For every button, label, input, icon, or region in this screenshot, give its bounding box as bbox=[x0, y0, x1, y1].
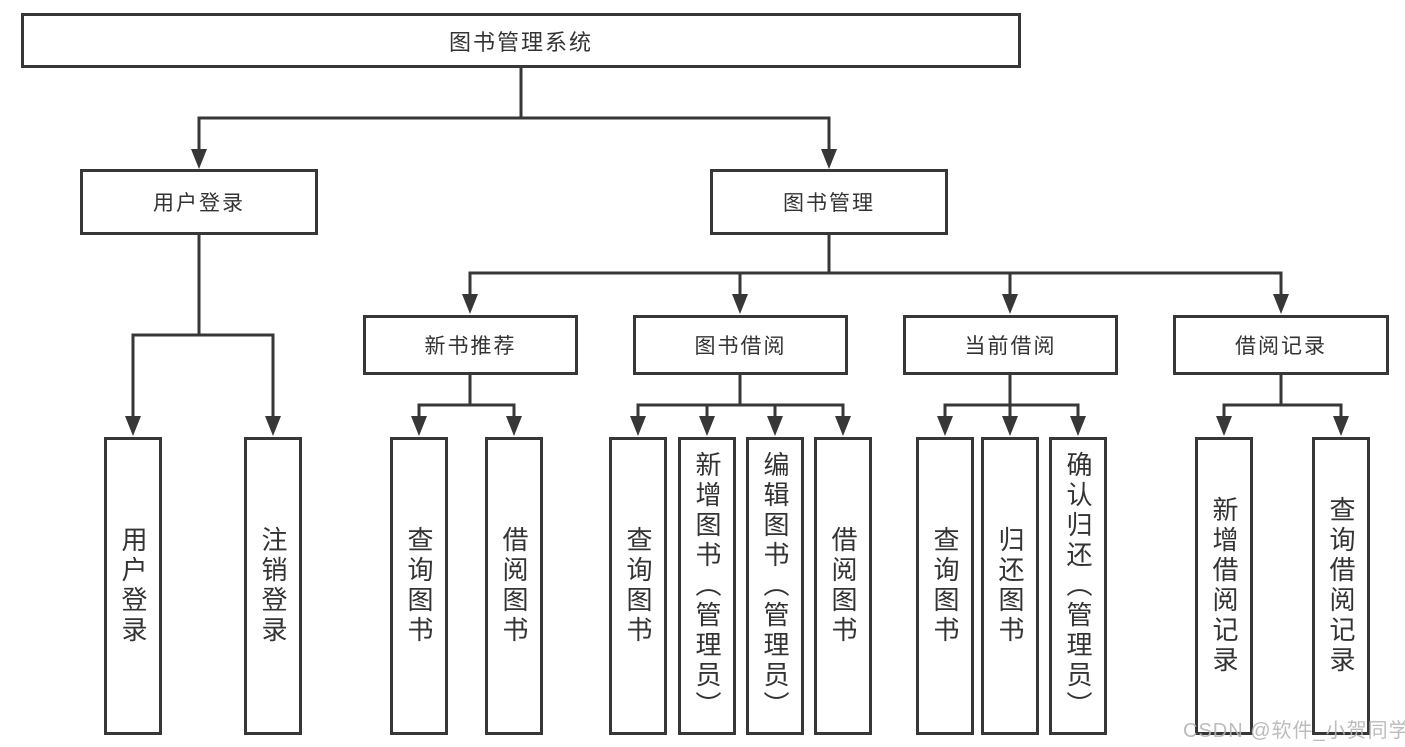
arrowhead-add-book-admin bbox=[699, 416, 715, 436]
leaf-confirm-return-admin: 确认归还（管理员） bbox=[1049, 437, 1107, 735]
connector-current-borrowing-to-leaves bbox=[937, 375, 1086, 436]
arrowhead-return-books bbox=[1002, 416, 1018, 436]
leaf-query-books-borrowing-label: 查询图书 bbox=[623, 526, 653, 646]
node-new-book-recommendation-label: 新书推荐 bbox=[424, 335, 517, 358]
arrowhead-leaf-logout bbox=[265, 416, 281, 436]
arrowhead-query-borrow-record bbox=[1333, 416, 1349, 436]
node-current-borrowing-label: 当前借阅 bbox=[964, 335, 1057, 358]
leaf-query-books-current-label: 查询图书 bbox=[930, 526, 960, 646]
connector-borrowing-records-to-leaves bbox=[1216, 375, 1349, 436]
leaf-user-login-label: 用户登录 bbox=[118, 526, 148, 646]
leaf-borrow-books-borrowing: 借阅图书 bbox=[814, 437, 872, 735]
leaf-borrow-books-newrec: 借阅图书 bbox=[485, 437, 543, 735]
leaf-query-borrow-record-label: 查询借阅记录 bbox=[1326, 496, 1356, 676]
leaf-query-books-borrowing: 查询图书 bbox=[609, 437, 667, 735]
leaf-query-books-newrec-label: 查询图书 bbox=[404, 526, 434, 646]
leaf-add-borrow-record-label: 新增借阅记录 bbox=[1209, 496, 1239, 676]
leaf-user-login: 用户登录 bbox=[104, 437, 162, 735]
arrowhead-borrowing-records bbox=[1273, 294, 1289, 314]
node-root-label: 图书管理系统 bbox=[448, 29, 593, 55]
leaf-logout-label: 注销登录 bbox=[258, 526, 288, 646]
leaf-add-borrow-record: 新增借阅记录 bbox=[1195, 437, 1253, 735]
leaf-return-books-label: 归还图书 bbox=[995, 526, 1025, 646]
leaf-borrow-books-borrowing-label: 借阅图书 bbox=[828, 526, 858, 646]
arrowhead-query-books-current bbox=[937, 416, 953, 436]
connector-book-management-to-level3 bbox=[462, 235, 1289, 314]
arrowhead-book-borrowing bbox=[732, 294, 748, 314]
node-book-management-label: 图书管理 bbox=[783, 192, 875, 215]
arrowhead-book-management bbox=[821, 149, 837, 169]
node-current-borrowing: 当前借阅 bbox=[903, 315, 1118, 375]
arrowhead-current-borrowing bbox=[1002, 294, 1018, 314]
arrowhead-user-login bbox=[191, 149, 207, 169]
arrowhead-new-book-recommendation bbox=[462, 294, 478, 314]
node-borrowing-records: 借阅记录 bbox=[1173, 315, 1389, 375]
arrowhead-edit-book-admin bbox=[767, 416, 783, 436]
watermark: CSDN @软件_小贺同学 bbox=[1183, 720, 1405, 742]
arrowhead-borrow-books-newrec bbox=[506, 416, 522, 436]
node-book-borrowing-label: 图书借阅 bbox=[694, 335, 787, 358]
node-book-management: 图书管理 bbox=[710, 169, 948, 235]
connector-book-borrowing-to-leaves bbox=[630, 375, 851, 436]
arrowhead-query-books-newrec bbox=[411, 416, 427, 436]
node-user-login: 用户登录 bbox=[80, 169, 318, 235]
arrowhead-confirm-return-admin bbox=[1070, 416, 1086, 436]
node-root: 图书管理系统 bbox=[21, 13, 1021, 68]
arrowhead-add-borrow-record bbox=[1216, 416, 1232, 436]
connector-new-book-recommendation-to-leaves bbox=[411, 375, 522, 436]
node-book-borrowing: 图书借阅 bbox=[633, 315, 848, 375]
leaf-query-books-current: 查询图书 bbox=[916, 437, 974, 735]
arrowhead-leaf-user-login bbox=[125, 416, 141, 436]
leaf-confirm-return-admin-label: 确认归还（管理员） bbox=[1063, 451, 1093, 721]
arrowhead-query-books-borrowing bbox=[630, 416, 646, 436]
connector-root-to-level2 bbox=[191, 68, 837, 169]
leaf-logout: 注销登录 bbox=[244, 437, 302, 735]
arrowhead-borrow-books-borrowing bbox=[835, 416, 851, 436]
node-new-book-recommendation: 新书推荐 bbox=[363, 315, 578, 375]
leaf-add-book-admin: 新增图书（管理员） bbox=[678, 437, 736, 735]
connector-user-login-to-leaves bbox=[125, 235, 281, 436]
node-borrowing-records-label: 借阅记录 bbox=[1235, 335, 1327, 358]
leaf-edit-book-admin-label: 编辑图书（管理员） bbox=[760, 451, 790, 721]
leaf-query-books-newrec: 查询图书 bbox=[390, 437, 448, 735]
leaf-return-books: 归还图书 bbox=[981, 437, 1039, 735]
leaf-borrow-books-newrec-label: 借阅图书 bbox=[499, 526, 529, 646]
leaf-add-book-admin-label: 新增图书（管理员） bbox=[692, 451, 722, 721]
node-user-login-label: 用户登录 bbox=[153, 192, 245, 215]
leaf-query-borrow-record: 查询借阅记录 bbox=[1312, 437, 1370, 735]
leaf-edit-book-admin: 编辑图书（管理员） bbox=[746, 437, 804, 735]
